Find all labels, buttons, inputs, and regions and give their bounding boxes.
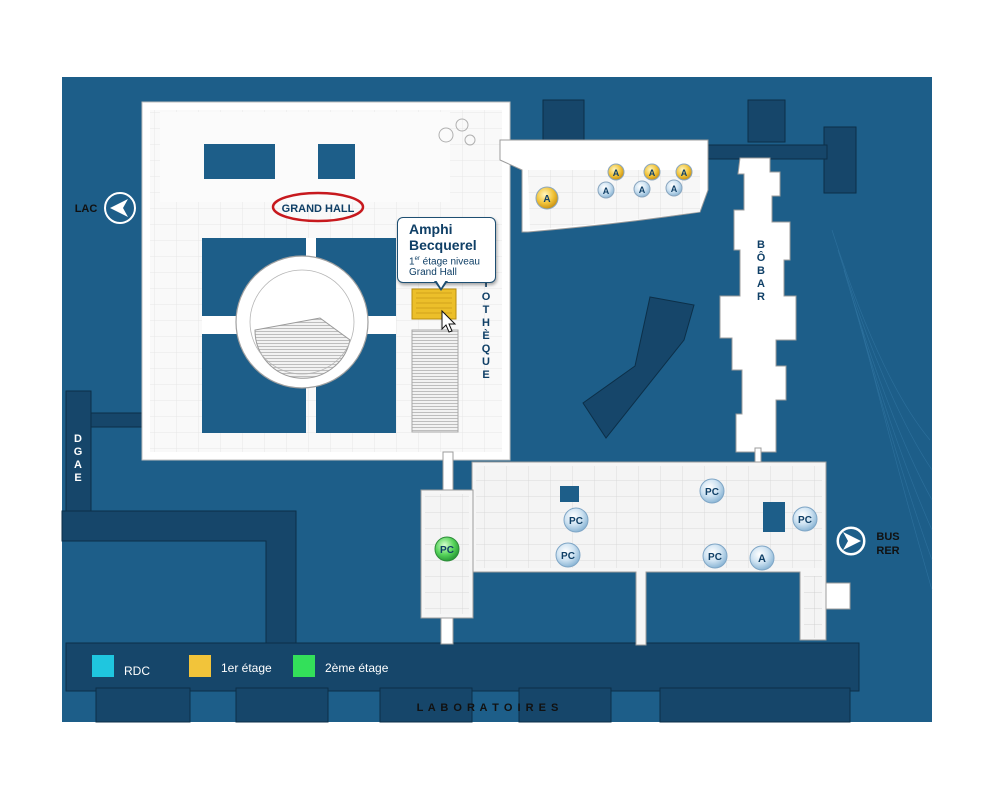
svg-text:A: A (603, 186, 610, 196)
legend: RDC 1er étage 2ème étage (92, 655, 389, 678)
pc-marker[interactable]: PC (555, 542, 581, 568)
tooltip-title-line1: Amphi (409, 221, 453, 237)
tooltip-sub-sup: er (414, 256, 420, 262)
tooltip-sub-line2: Grand Hall (409, 267, 457, 279)
amphi-marker[interactable]: A (749, 545, 775, 571)
svg-text:PC: PC (561, 551, 575, 562)
svg-text:D: D (74, 433, 82, 445)
bus-label: BUS (876, 531, 899, 543)
dark-buildings (61, 99, 860, 723)
lac-label: LAC (75, 203, 98, 215)
svg-text:U: U (482, 356, 490, 368)
tooltip-title-line2: Becquerel (409, 237, 477, 253)
svg-text:Q: Q (482, 343, 491, 355)
svg-text:PC: PC (440, 545, 454, 556)
rer-label: RER (876, 545, 899, 557)
amphi-markers-top[interactable]: A A A A A A A (535, 163, 693, 210)
pc-marker[interactable]: PC (563, 507, 589, 533)
decorative-waves (831, 229, 933, 591)
legend-swatch-1er (189, 655, 211, 677)
dgae-label: D G A E (74, 433, 83, 484)
amphi-marker[interactable]: A (675, 163, 693, 181)
legend-label-2eme: 2ème étage (325, 661, 389, 675)
arrow-left-icon[interactable] (104, 192, 136, 224)
amphi-marker[interactable]: A (535, 186, 559, 210)
svg-text:G: G (74, 446, 83, 458)
svg-text:È: È (482, 329, 489, 342)
svg-text:A: A (639, 185, 646, 195)
svg-text:T: T (483, 304, 490, 316)
grand-hall-label[interactable]: GRAND HALL (282, 203, 355, 215)
svg-text:A: A (671, 184, 678, 194)
svg-text:PC: PC (705, 487, 719, 498)
bobar-label: B Ô B A R (757, 239, 766, 303)
tooltip-sub-num: 1 (409, 256, 415, 268)
amphi-marker[interactable]: A (665, 179, 683, 197)
svg-text:A: A (74, 459, 82, 471)
amphi-marker[interactable]: A (597, 181, 615, 199)
svg-text:A: A (757, 278, 765, 290)
grand-hall-building (141, 101, 511, 461)
svg-text:H: H (482, 317, 490, 329)
svg-text:A: A (649, 168, 656, 178)
tooltip-sub-text: étage niveau (419, 256, 480, 268)
mouse-cursor-icon (441, 309, 457, 333)
pc-marker[interactable]: PC (699, 478, 725, 504)
amphi-marker[interactable]: A (607, 163, 625, 181)
svg-text:B: B (757, 239, 765, 251)
svg-text:O: O (482, 291, 491, 303)
tooltip-subtitle: 1er étage niveau Grand Hall (409, 254, 480, 278)
svg-text:A: A (681, 168, 688, 178)
legend-label-1er: 1er étage (221, 661, 272, 675)
svg-text:Ô: Ô (757, 251, 766, 264)
grand-hall-highlight-circle (271, 191, 365, 223)
pc-marker-second-floor[interactable]: PC (434, 536, 460, 562)
svg-text:PC: PC (569, 516, 583, 527)
legend-swatch-2eme (293, 655, 315, 677)
tooltip-sub-line1: 1er étage niveau (409, 254, 480, 267)
amphi-marker[interactable]: A (633, 180, 651, 198)
svg-text:B: B (757, 265, 765, 277)
amphi-marker[interactable]: A (643, 163, 661, 181)
svg-text:A: A (543, 194, 550, 205)
amphi-tooltip: Amphi Becquerel 1er étage niveau Grand H… (397, 217, 496, 291)
laboratoires-label: L A B O R A T O I R E S (417, 702, 560, 714)
pc-marker[interactable]: PC (702, 543, 728, 569)
tooltip-tail-inner (436, 280, 446, 288)
svg-text:PC: PC (798, 515, 812, 526)
bibliotheque-label: I O T H È Q U E (482, 278, 491, 381)
svg-text:A: A (613, 168, 620, 178)
svg-text:A: A (758, 553, 766, 565)
pc-marker[interactable]: PC (792, 506, 818, 532)
svg-text:PC: PC (708, 552, 722, 563)
legend-label-rdc: RDC (124, 664, 150, 678)
legend-swatch-rdc (92, 655, 114, 677)
svg-text:E: E (74, 472, 81, 484)
arrow-right-icon[interactable] (835, 525, 867, 557)
tooltip-title: Amphi Becquerel (409, 221, 477, 253)
svg-text:E: E (482, 369, 489, 381)
svg-text:R: R (757, 291, 765, 303)
svg-text:I: I (484, 278, 487, 290)
bobar-building (719, 157, 797, 453)
pc-markers[interactable]: PC PC PC PC PC A PC (434, 478, 818, 571)
